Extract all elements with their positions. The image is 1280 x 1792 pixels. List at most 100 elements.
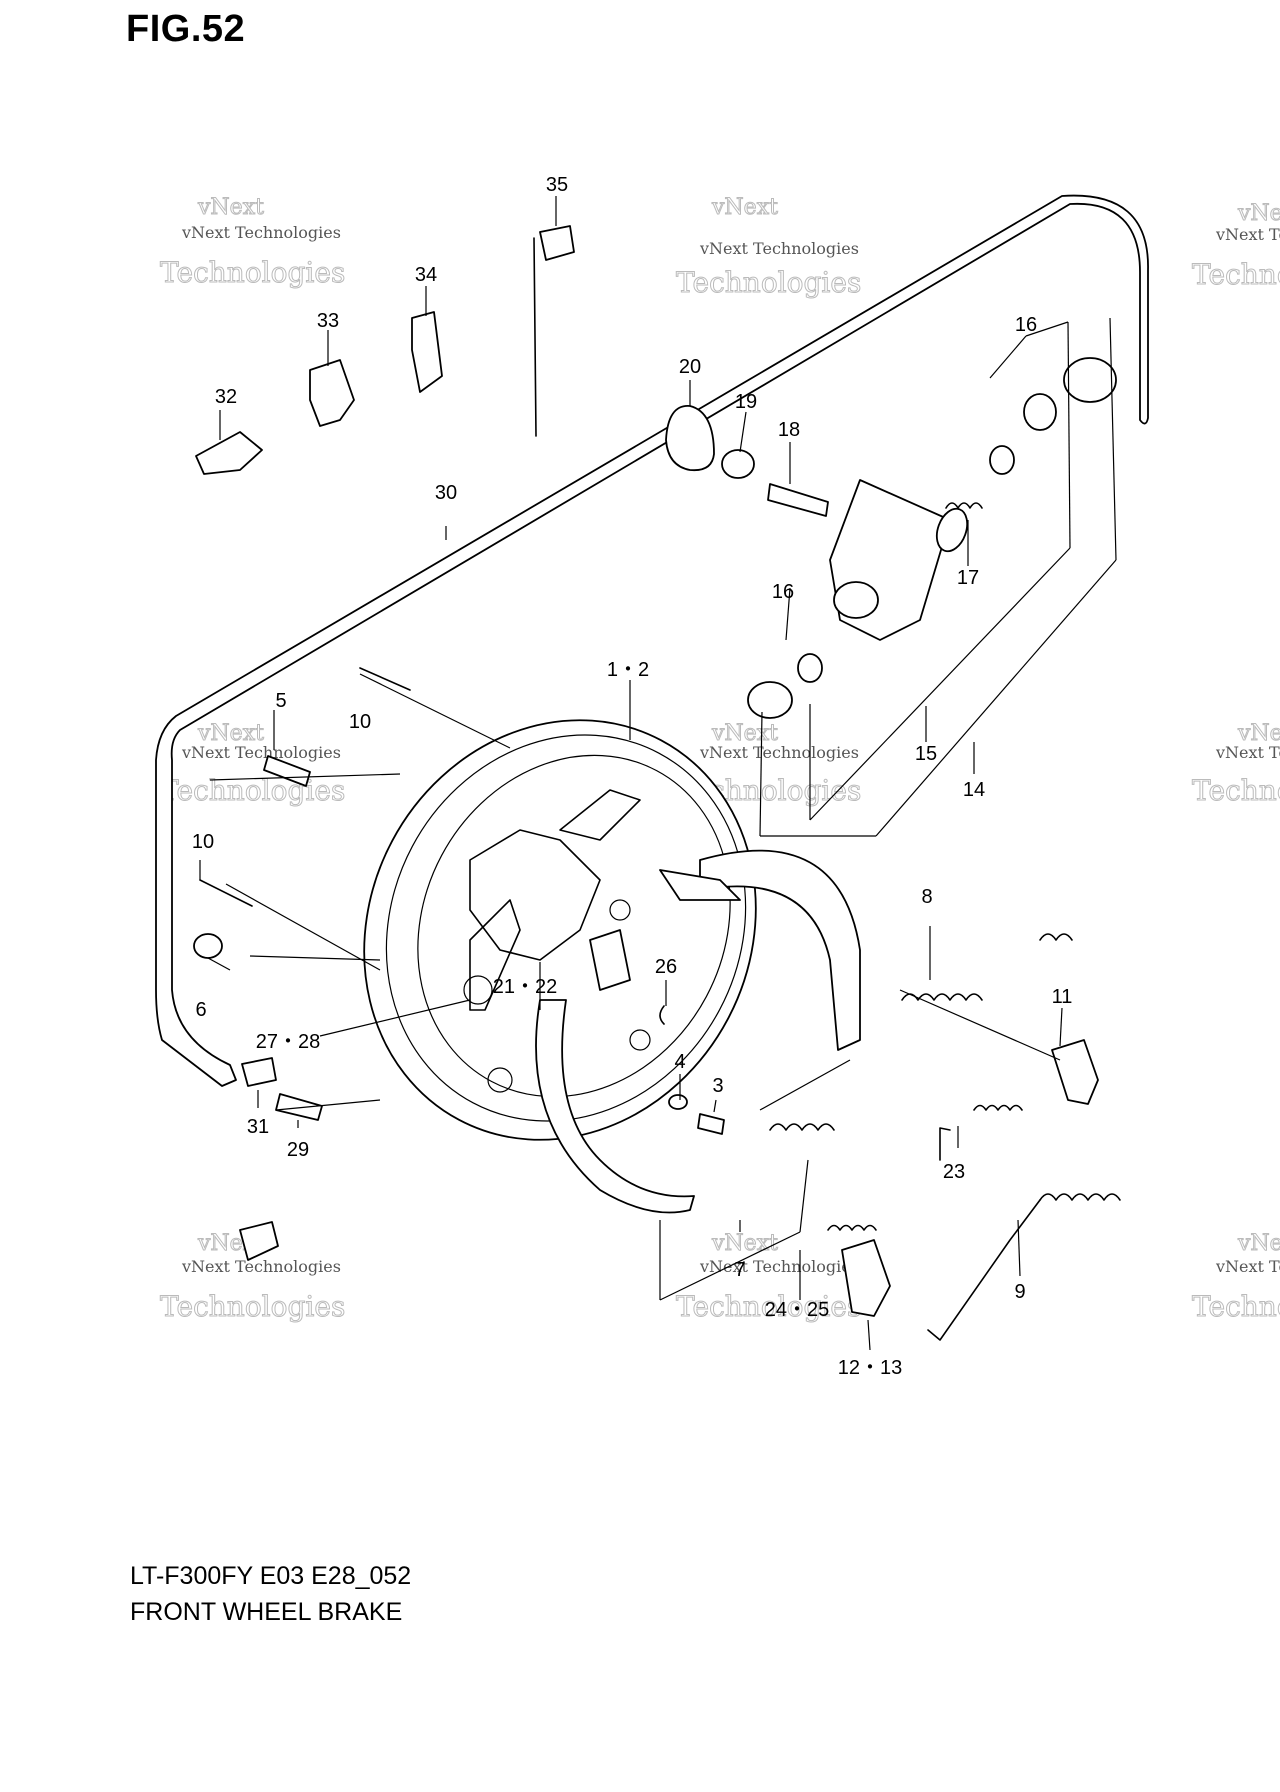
spring-upper [1039,933,1073,941]
svg-text:vNext: vNext [711,721,778,746]
piston-front [797,653,823,683]
callout-11: 11 [1052,986,1073,1008]
svg-text:vNext Technologies: vNext Technologies [181,223,341,242]
pin-10-lower [199,879,253,907]
watermark-top-center: vNext vNext Technologies Technologies [676,195,862,300]
callout-32: 32 [215,386,237,408]
bleeder-18 [767,483,829,517]
seal-rear [989,445,1015,475]
callout-23: 23 [943,1161,965,1183]
svg-text:Technologies: Technologies [1192,1290,1280,1323]
shoe-web [589,929,631,991]
callout-labels: 35 34 33 32 20 19 18 30 16 17 16 1・2 10 … [192,174,1073,1379]
svg-text:vNext Technologies: vNext Technologies [181,743,341,762]
svg-text:vNext: vNext [711,195,778,220]
svg-text:vNext: vNext [1237,721,1280,746]
callout-16-upper: 16 [1015,314,1037,336]
clamp-32 [195,431,263,475]
svg-text:vNext Technologies: vNext Technologies [1215,225,1280,244]
callout-6: 6 [195,999,206,1021]
clip-35-strap [533,237,537,437]
callout-16-lower: 16 [772,581,794,603]
callout-10-upper: 10 [349,711,371,733]
svg-text:vNext: vNext [197,721,264,746]
hose-30 [155,194,1149,1087]
callout-15: 15 [915,743,937,765]
svg-text:vNext: vNext [1237,1231,1280,1256]
drum-rim [385,734,747,1122]
plate-boss [469,829,601,961]
callout-10-lower: 10 [192,831,214,853]
cam-lever [469,899,521,1011]
watermark-mid-right: vNext vNext Technologies Technologies [1192,721,1280,808]
gasket-20 [665,405,715,472]
grommet-6 [193,933,223,959]
callout-29: 29 [287,1139,309,1161]
callout-35: 35 [546,174,568,196]
union-bolt-29 [275,1093,323,1121]
watermark-bottom-right: vNext vNext Technologies Technologies [1192,1231,1280,1324]
watermark-bottom-left: vNext vNext Technologies Technologies [160,1231,346,1324]
spring-8 [901,993,983,1001]
shoe-upper [699,849,861,1051]
svg-text:Technologies: Technologies [160,1290,345,1323]
callout-26: 26 [655,956,677,978]
shoe-tab [659,869,741,901]
spring-24-25 [827,1224,877,1231]
clip-26 [659,1005,665,1025]
pin-10-upper [359,667,411,691]
washer-4 [668,1094,688,1110]
svg-text:Technologies: Technologies [160,256,345,289]
model-code: LT-F300FY E03 E28_052 [130,1562,412,1590]
backing-plate [363,719,757,1141]
svg-text:vNext: vNext [711,1231,778,1256]
brake-hose [155,194,1149,1087]
wheel-cylinder [747,357,1117,719]
svg-text:vNext: vNext [197,195,264,220]
callout-14: 14 [963,779,985,801]
cylinder-bore-front [833,581,879,619]
clip-35 [539,225,575,261]
svg-text:vNext Technologies: vNext Technologies [181,1257,341,1276]
svg-text:Technologies: Technologies [1192,774,1280,807]
callout-1-2: 1・2 [607,659,649,681]
svg-text:vNext Technologies: vNext Technologies [699,239,859,258]
callout-17: 17 [957,567,979,589]
watermark-top-left: vNext vNext Technologies Technologies [160,195,346,290]
svg-text:vNext Technologies: vNext Technologies [1215,743,1280,762]
svg-text:vNext Technologies: vNext Technologies [699,743,859,762]
piston-rear [1023,393,1057,431]
bracket-34 [411,311,443,393]
svg-text:vNext Technologies: vNext Technologies [1215,1257,1280,1276]
callout-5: 5 [275,690,286,712]
callout-20: 20 [679,356,701,378]
plate-hole-2 [487,1067,513,1093]
bolt-3 [697,1113,725,1135]
spring-17 [945,502,983,509]
plate-hole-4 [629,1029,651,1051]
callout-4: 4 [674,1051,685,1073]
callout-7: 7 [734,1259,745,1281]
shoe-lower [535,999,695,1214]
callout-9: 9 [1014,1281,1025,1303]
piston-cup-front [747,681,793,719]
callout-8: 8 [921,886,932,908]
springs [769,933,1121,1341]
lever-bracket [559,789,641,841]
spring-lower [769,1123,835,1131]
callout-18: 18 [778,419,800,441]
cap-19 [721,449,755,479]
callout-21-22: 21・22 [493,976,558,998]
callout-12-13: 12・13 [838,1357,903,1379]
figure-title: FIG.52 [126,8,246,50]
spring-23 [973,1104,1023,1111]
callout-27-28: 27・28 [256,1031,321,1053]
watermark-top-right: vNext vNext Technologies Technologies [1192,201,1280,292]
hardware [193,225,1099,1317]
drum-inner [417,754,731,1098]
piston-cup-rear [1063,357,1117,403]
figure-name: FRONT WHEEL BRAKE [130,1598,403,1626]
stamp-logo [239,1221,279,1261]
cylinder-bore-end [935,507,969,553]
callout-33: 33 [317,310,339,332]
